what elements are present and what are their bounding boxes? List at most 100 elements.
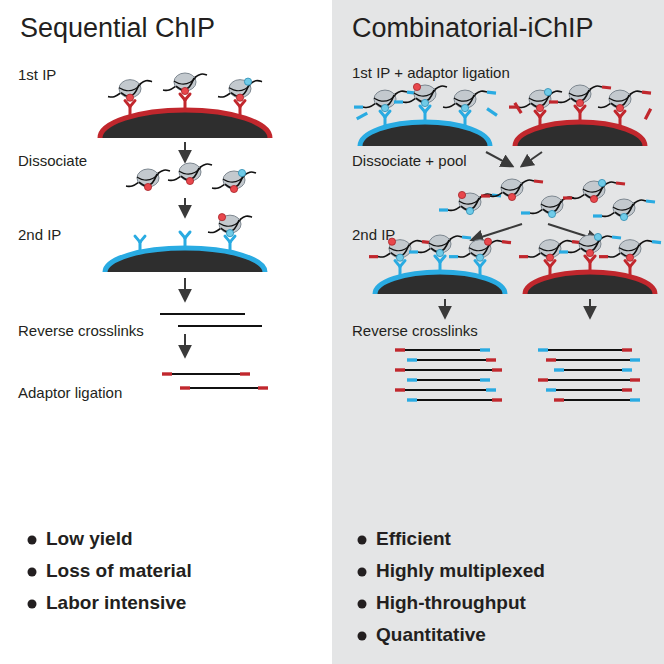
antibody	[180, 232, 190, 246]
antibody	[395, 261, 405, 275]
dna-fragment	[538, 350, 632, 351]
bullet-dot	[358, 600, 367, 609]
step-label: Reverse crosslinks	[18, 322, 144, 340]
step-arrow	[184, 142, 186, 161]
bullet-dot	[358, 632, 367, 641]
nucleosome	[599, 240, 661, 262]
bullet-point: Labor intensive	[46, 592, 186, 615]
bullet-point: Low yield	[46, 528, 133, 551]
step-label: Dissociate + pool	[352, 152, 467, 170]
antibody	[235, 101, 245, 115]
nucleosome	[519, 240, 581, 262]
step-label: Reverse crosslinks	[352, 322, 478, 340]
free-adaptor	[645, 109, 650, 120]
nucleosome	[409, 235, 471, 257]
antibody	[535, 111, 545, 125]
dna-fragment	[546, 360, 640, 361]
nucleosome	[218, 78, 262, 101]
step-arrow	[184, 278, 186, 300]
nucleosome	[394, 83, 447, 106]
dna-fragment	[407, 400, 502, 401]
bullet-point: Highly multiplexed	[376, 560, 545, 583]
nucleosome	[212, 169, 256, 192]
step-arrow	[472, 224, 522, 240]
bead	[375, 272, 505, 294]
antibody	[460, 111, 470, 125]
nucleosome	[108, 80, 152, 102]
step-label: 2nd IP	[18, 226, 61, 244]
bead	[525, 272, 655, 294]
antibody	[585, 256, 595, 270]
nucleosome	[598, 90, 651, 112]
nucleosome	[208, 214, 252, 237]
antibody	[380, 111, 390, 125]
dna-fragment	[178, 326, 262, 327]
antibody	[545, 261, 555, 275]
step-label: 1st IP	[18, 66, 56, 84]
bead	[360, 122, 490, 146]
free-adaptor	[515, 103, 521, 113]
nucleosome	[354, 90, 416, 112]
free-adaptor	[357, 113, 368, 119]
dna-fragment	[407, 360, 496, 361]
step-label: 2nd IP	[352, 226, 395, 244]
bullet-dot	[358, 536, 367, 545]
dna-fragment	[160, 314, 245, 315]
bullet-dot	[358, 568, 367, 577]
step-arrow	[444, 299, 446, 317]
step-arrow	[522, 152, 542, 166]
dna-fragment	[554, 370, 632, 371]
dna-fragment	[538, 380, 640, 381]
nucleosome	[163, 73, 207, 95]
antibody	[420, 106, 430, 120]
bullet-point: Loss of material	[46, 560, 192, 583]
dna-fragment	[395, 350, 490, 351]
dna-fragment	[180, 388, 268, 389]
bullet-dot	[28, 568, 37, 577]
illustration-group	[28, 73, 662, 641]
bullet-dot	[28, 600, 37, 609]
bullet-point: High-throughput	[376, 592, 526, 615]
bullet-dot	[28, 536, 37, 545]
panel-heading: Combinatorial-iChIP	[352, 13, 594, 44]
dna-fragment	[395, 390, 496, 391]
bead	[100, 110, 270, 138]
dna-fragment	[162, 374, 250, 375]
step-arrow	[589, 299, 591, 317]
step-label: Dissociate	[18, 152, 87, 170]
dna-fragment	[546, 390, 632, 391]
panel-heading: Sequential ChIP	[20, 13, 215, 44]
antibody	[135, 236, 145, 250]
antibody	[625, 261, 635, 275]
dna-fragment	[407, 380, 490, 381]
nucleosome	[549, 85, 611, 107]
bullet-point: Efficient	[376, 528, 451, 551]
nucleosome	[559, 233, 621, 256]
nucleosome	[439, 191, 501, 214]
nucleosome	[481, 179, 543, 201]
step-arrow	[486, 152, 512, 166]
nucleosome	[593, 199, 655, 221]
nucleosome	[126, 169, 170, 191]
nucleosome	[168, 163, 212, 185]
nucleosome	[563, 179, 625, 202]
dna-fragment	[554, 400, 640, 401]
free-adaptor	[487, 109, 497, 116]
dna-fragment	[395, 370, 502, 371]
step-label: 1st IP + adaptor ligation	[352, 64, 510, 82]
step-arrow	[184, 334, 186, 356]
antibody	[475, 261, 485, 275]
antibody	[225, 236, 235, 250]
bullet-point: Quantitative	[376, 624, 486, 647]
bead	[515, 122, 645, 146]
nucleosome	[521, 196, 574, 218]
bead	[105, 248, 265, 272]
antibody	[125, 101, 135, 115]
antibody	[180, 94, 190, 108]
step-label: Adaptor ligation	[18, 384, 122, 402]
antibody	[615, 111, 625, 125]
step-arrow	[548, 224, 598, 240]
nucleosome	[449, 238, 511, 261]
nucleosome	[509, 88, 562, 111]
